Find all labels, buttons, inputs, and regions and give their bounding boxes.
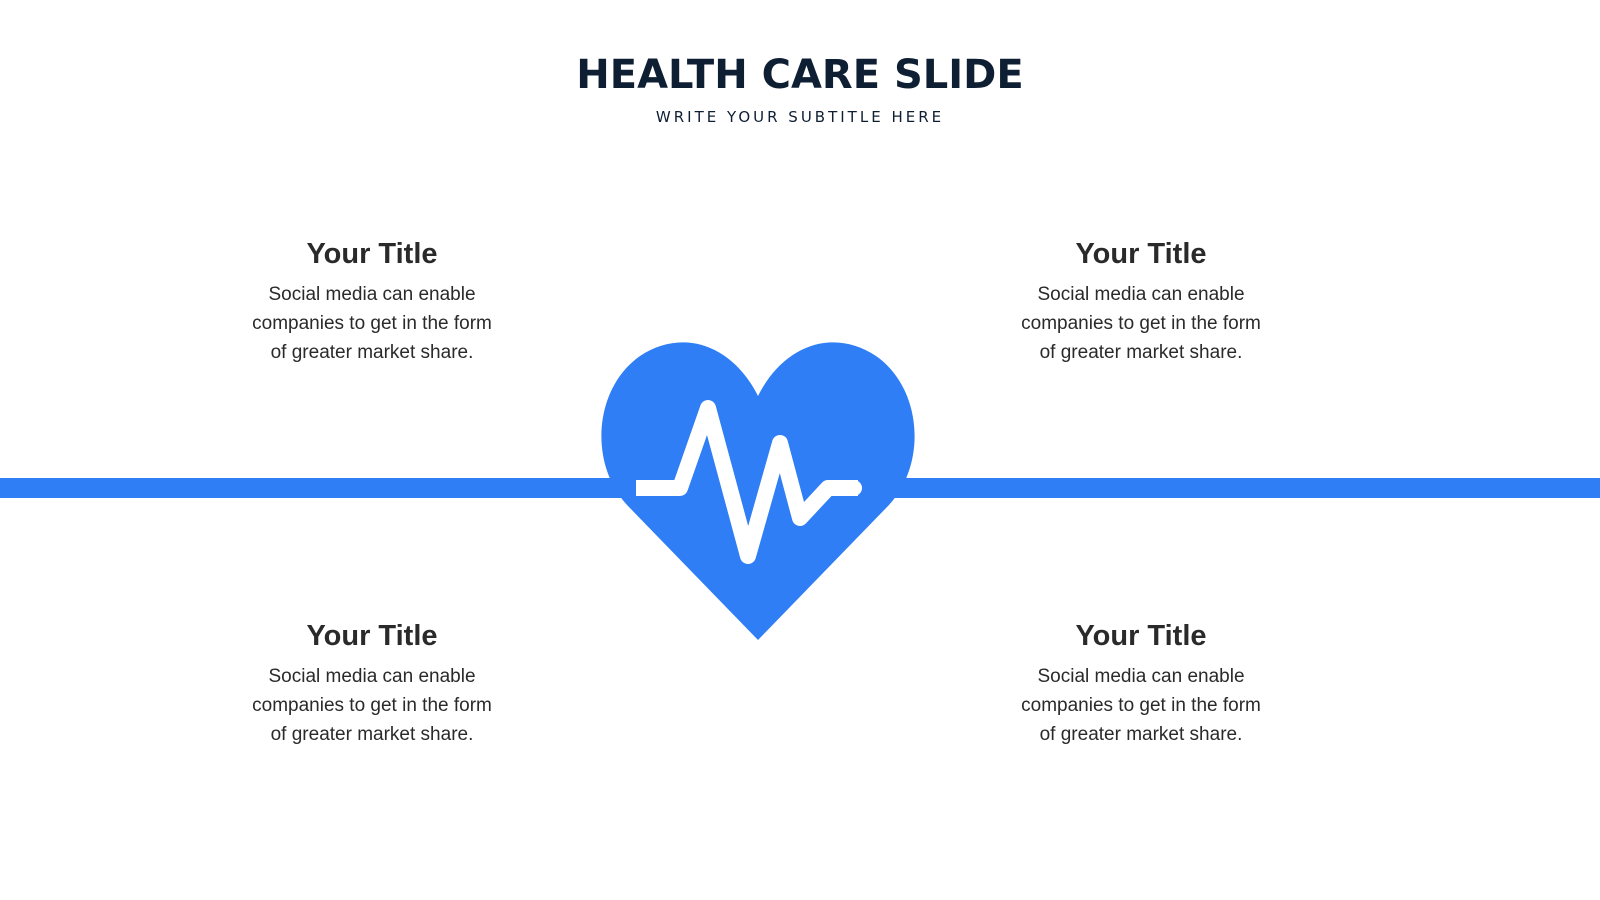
description-line: of greater market share.	[1039, 724, 1243, 745]
block-description: Social media can enable companies to get…	[991, 280, 1291, 367]
block-title: Your Title	[306, 620, 438, 652]
slide-header: HEALTH CARE SLIDE WRITE YOUR SUBTITLE HE…	[0, 48, 1600, 126]
description-line: Social media can enable	[1037, 666, 1245, 687]
block-description: Social media can enable companies to get…	[222, 662, 522, 749]
block-title: Your Title	[1075, 238, 1207, 270]
description-line: of greater market share.	[1039, 342, 1243, 363]
description-line: Social media can enable	[268, 666, 476, 687]
slide-title: HEALTH CARE SLIDE	[576, 52, 1024, 98]
slide-subtitle: WRITE YOUR SUBTITLE HERE	[655, 108, 945, 126]
description-line: companies to get in the form	[1021, 695, 1261, 716]
block-title: Your Title	[306, 238, 438, 270]
description-line: Social media can enable	[1037, 284, 1245, 305]
description-line: companies to get in the form	[252, 695, 492, 716]
block-title: Your Title	[1075, 620, 1207, 652]
description-line: Social media can enable	[268, 284, 476, 305]
info-block-top-right: Your Title Social media can enable compa…	[991, 236, 1291, 367]
heart-pulse-icon	[601, 342, 915, 640]
info-block-bottom-left: Your Title Social media can enable compa…	[222, 618, 522, 749]
description-line: companies to get in the form	[252, 313, 492, 334]
block-description: Social media can enable companies to get…	[222, 280, 522, 367]
info-block-top-left: Your Title Social media can enable compa…	[222, 236, 522, 367]
description-line: of greater market share.	[270, 724, 474, 745]
description-line: of greater market share.	[270, 342, 474, 363]
info-block-bottom-right: Your Title Social media can enable compa…	[991, 618, 1291, 749]
block-description: Social media can enable companies to get…	[991, 662, 1291, 749]
description-line: companies to get in the form	[1021, 313, 1261, 334]
